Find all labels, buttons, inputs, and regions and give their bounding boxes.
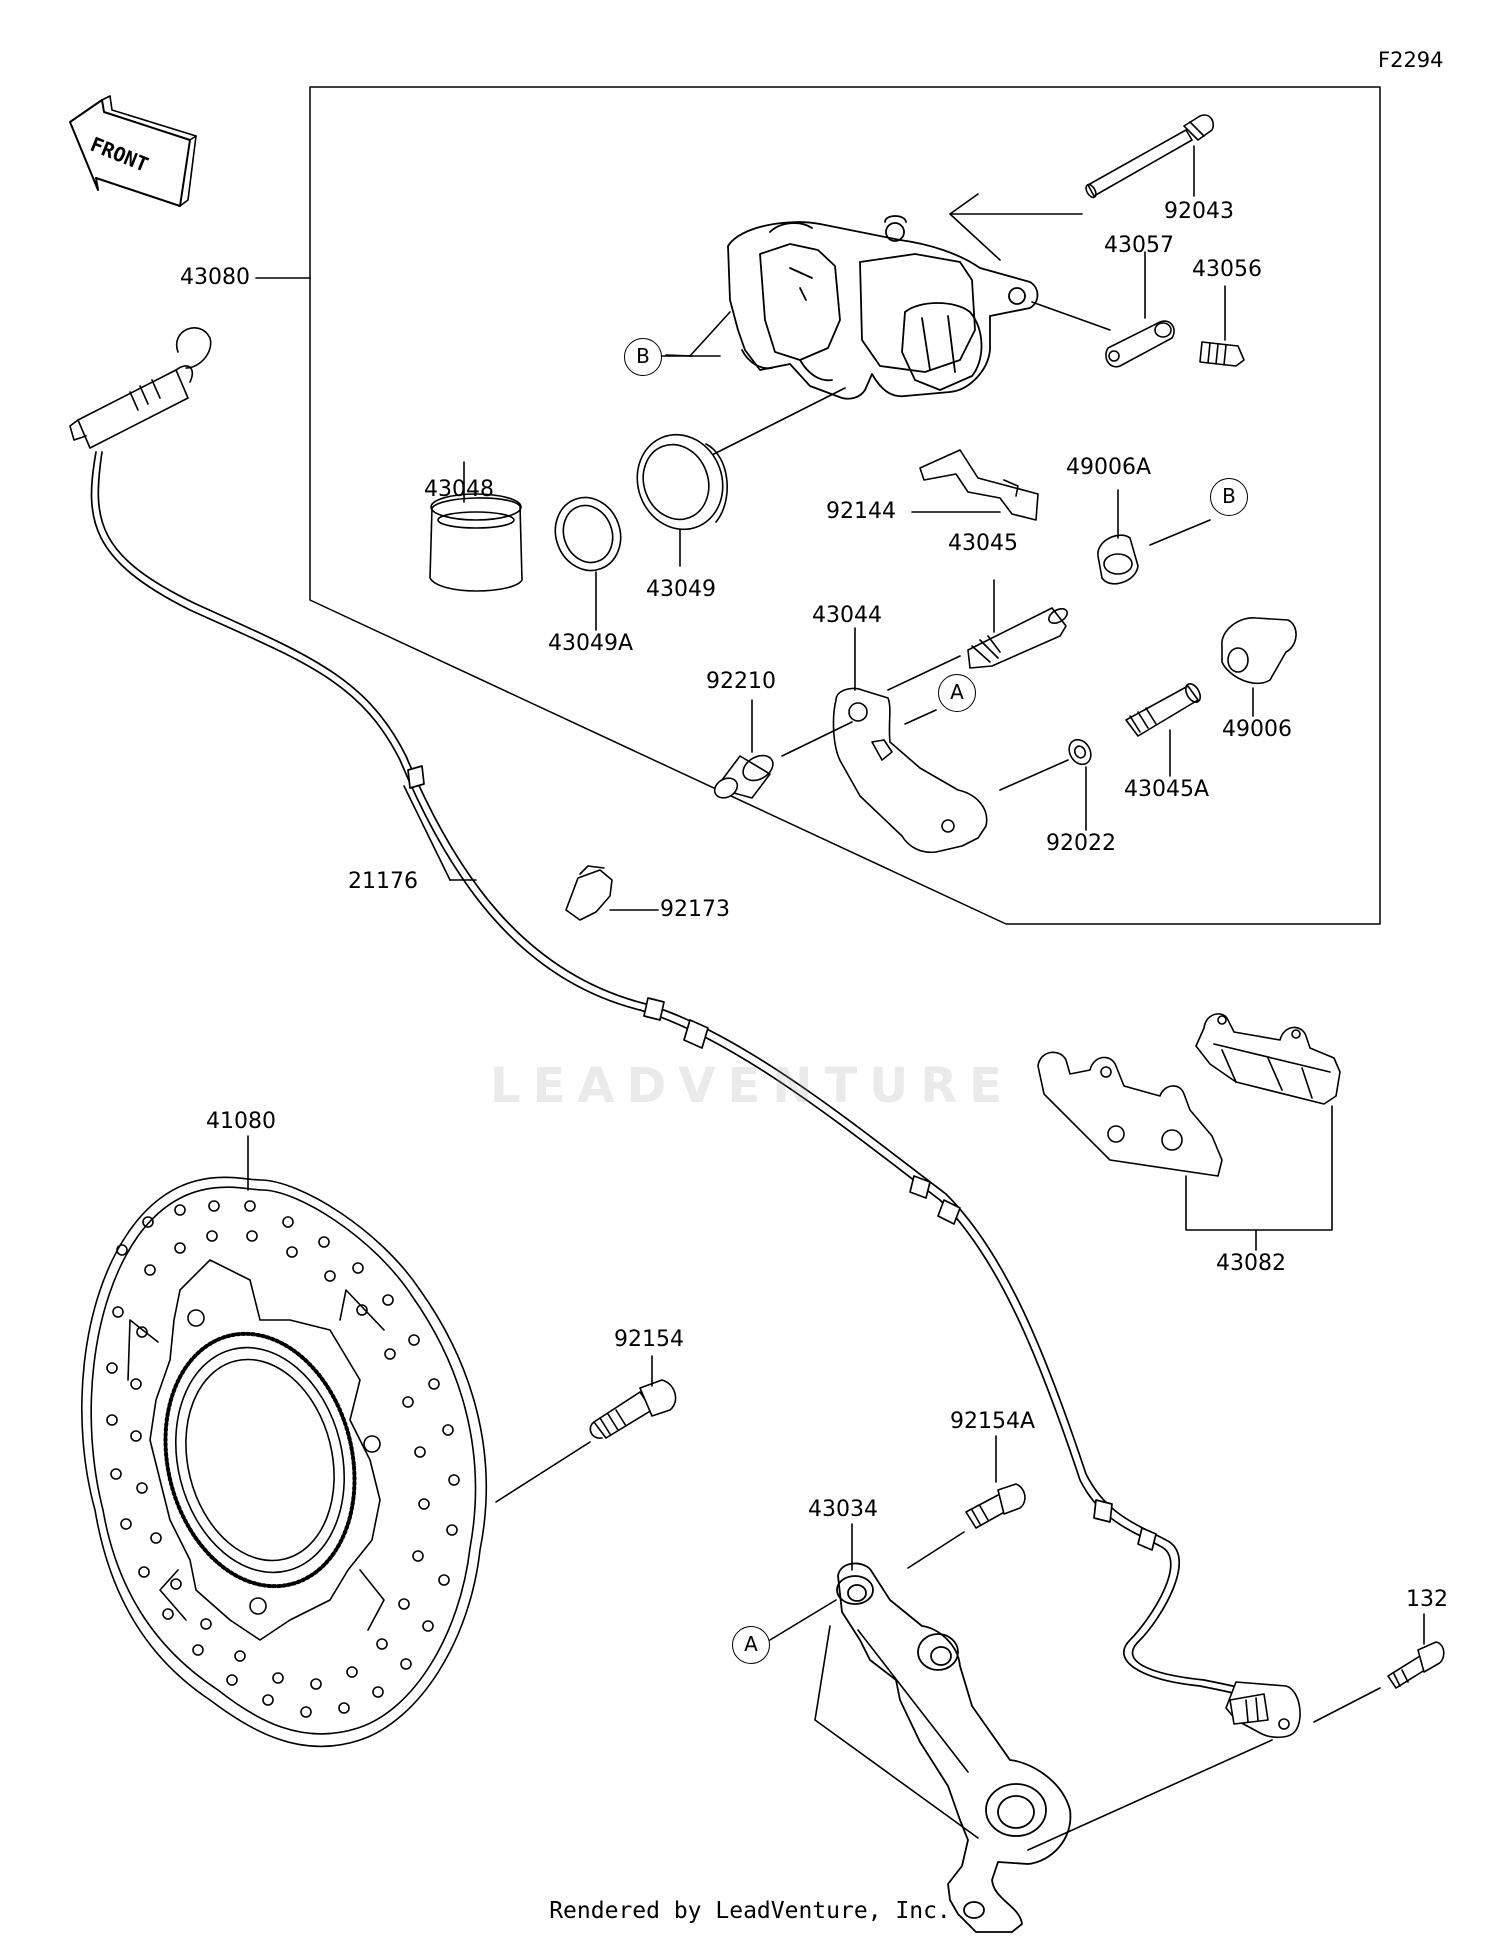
part-label-92022[interactable]: 92022 bbox=[1046, 831, 1116, 856]
boot-49006 bbox=[1221, 617, 1297, 685]
render-credit: Rendered by LeadVenture, Inc. bbox=[549, 1898, 951, 1924]
part-label-21176[interactable]: 21176 bbox=[348, 869, 418, 894]
part-label-43044[interactable]: 43044 bbox=[812, 603, 882, 628]
collar-92210 bbox=[713, 754, 774, 799]
part-label-92173[interactable]: 92173 bbox=[660, 897, 730, 922]
part-label-49006A[interactable]: 49006A bbox=[1066, 455, 1152, 480]
watermark-text: LEADVENTURE bbox=[490, 1058, 1014, 1114]
clamp-92173 bbox=[565, 865, 613, 921]
bolt-92043 bbox=[1085, 114, 1215, 199]
bleeder-valve-43056 bbox=[1199, 341, 1245, 367]
wheel-speed-sensor bbox=[1225, 1681, 1301, 1739]
diagram-id: F2294 bbox=[1378, 48, 1444, 72]
part-label-43045A[interactable]: 43045A bbox=[1124, 777, 1210, 802]
boot-49006A bbox=[1097, 534, 1139, 585]
part-label-43049A[interactable]: 43049A bbox=[548, 631, 634, 656]
seal-43049A bbox=[554, 496, 622, 572]
part-label-43080[interactable]: 43080 bbox=[180, 265, 250, 290]
caliper-bracket-43044 bbox=[832, 687, 988, 854]
bleeder-cap-43057 bbox=[1105, 320, 1175, 368]
part-label-43048[interactable]: 43048 bbox=[424, 477, 494, 502]
washer-92022 bbox=[1068, 738, 1092, 766]
abs-sensor-cable-21176 bbox=[90, 451, 1255, 1699]
pin-43045A bbox=[1125, 683, 1202, 737]
pin-43045 bbox=[967, 607, 1068, 669]
dust-seal-43049 bbox=[636, 433, 728, 531]
part-label-132[interactable]: 132 bbox=[1406, 1587, 1448, 1612]
brake-pads-43082 bbox=[1037, 1013, 1341, 1177]
ref-marker-a: A bbox=[938, 674, 976, 712]
part-label-43034[interactable]: 43034 bbox=[808, 1497, 878, 1522]
part-label-92154[interactable]: 92154 bbox=[614, 1327, 684, 1352]
caliper-assembly-frame bbox=[309, 86, 1381, 925]
part-label-43057[interactable]: 43057 bbox=[1104, 233, 1174, 258]
part-label-43049[interactable]: 43049 bbox=[646, 577, 716, 602]
connector-plug bbox=[69, 327, 212, 449]
front-arrow-icon bbox=[69, 95, 197, 207]
sensor-bracket-43034 bbox=[836, 1562, 1072, 1933]
ref-marker-b: B bbox=[1210, 478, 1248, 516]
ref-marker-b: B bbox=[624, 338, 662, 376]
bolt-92154A bbox=[965, 1483, 1026, 1529]
bolt-132 bbox=[1387, 1641, 1445, 1689]
part-label-92043[interactable]: 92043 bbox=[1164, 199, 1234, 224]
part-label-92144[interactable]: 92144 bbox=[826, 499, 896, 524]
caliper-body bbox=[727, 215, 1039, 400]
pad-spring-92144 bbox=[919, 449, 1039, 521]
bolt-92154 bbox=[589, 1379, 677, 1439]
part-label-41080[interactable]: 41080 bbox=[206, 1109, 276, 1134]
ref-marker-a: A bbox=[732, 1626, 770, 1664]
piston-43048 bbox=[429, 493, 523, 592]
part-label-49006[interactable]: 49006 bbox=[1222, 717, 1292, 742]
brake-disc-41080 bbox=[81, 1176, 488, 1748]
disc-holes bbox=[106, 1200, 460, 1718]
part-label-43082[interactable]: 43082 bbox=[1216, 1251, 1286, 1276]
part-label-92154A[interactable]: 92154A bbox=[950, 1409, 1036, 1434]
part-label-92210[interactable]: 92210 bbox=[706, 669, 776, 694]
part-label-43056[interactable]: 43056 bbox=[1192, 257, 1262, 282]
part-label-43045[interactable]: 43045 bbox=[948, 531, 1018, 556]
